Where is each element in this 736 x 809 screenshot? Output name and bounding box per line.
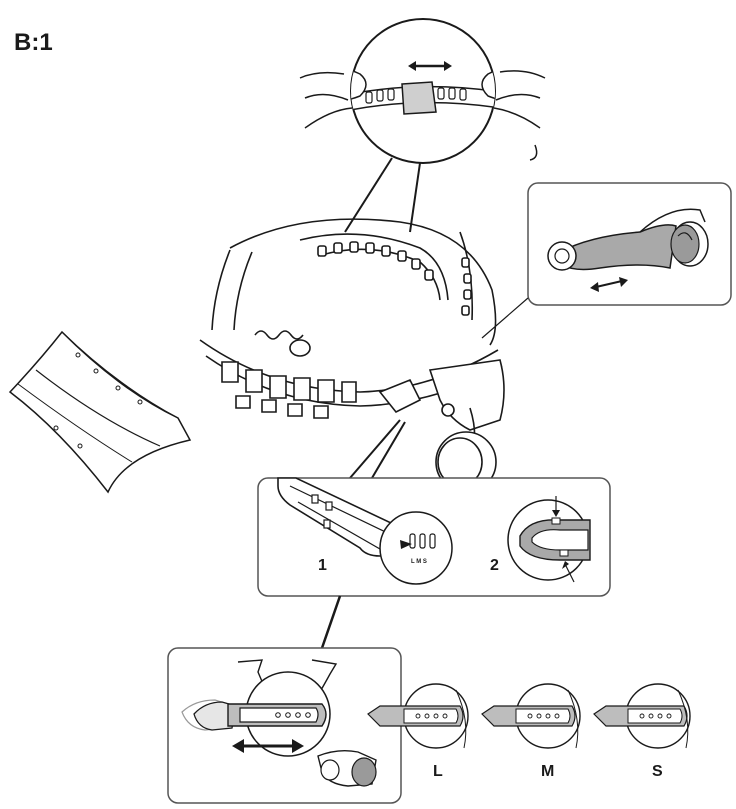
insert-arrow-icon	[400, 540, 412, 549]
figure-label: B:1	[14, 29, 53, 56]
size-label-m: M	[541, 763, 554, 780]
steps-inset: L M S 1 2	[257, 477, 611, 597]
leader-line-steps-left	[349, 419, 401, 479]
sweatband-piece	[8, 330, 192, 494]
slide-arrow-icon	[590, 277, 628, 292]
hands-strap-detail	[351, 65, 495, 115]
press-arrow-icon	[552, 496, 575, 583]
size-variant-large: L	[367, 683, 469, 780]
pivot-inset	[527, 182, 732, 306]
step1-magnifier	[379, 511, 453, 585]
size-label-l: L	[433, 763, 443, 780]
size-variant-medium: M	[481, 683, 581, 780]
size-variant-small: S	[593, 683, 691, 780]
top-magnifier	[299, 18, 546, 164]
leader-line-bottom	[320, 595, 342, 649]
size-adjust-arrow-icon	[232, 739, 304, 753]
size-label-s: S	[652, 763, 663, 780]
step-1-label: 1	[318, 557, 327, 574]
leader-line-top-right	[409, 162, 421, 233]
size-inset	[167, 647, 402, 804]
leader-line-pivot	[481, 297, 529, 339]
step-2-label: 2	[490, 557, 499, 574]
leader-line-steps-right	[371, 421, 406, 479]
size-marks-text: L M S	[411, 559, 427, 565]
adjust-arrow-icon	[408, 61, 452, 71]
headgear	[199, 218, 505, 493]
